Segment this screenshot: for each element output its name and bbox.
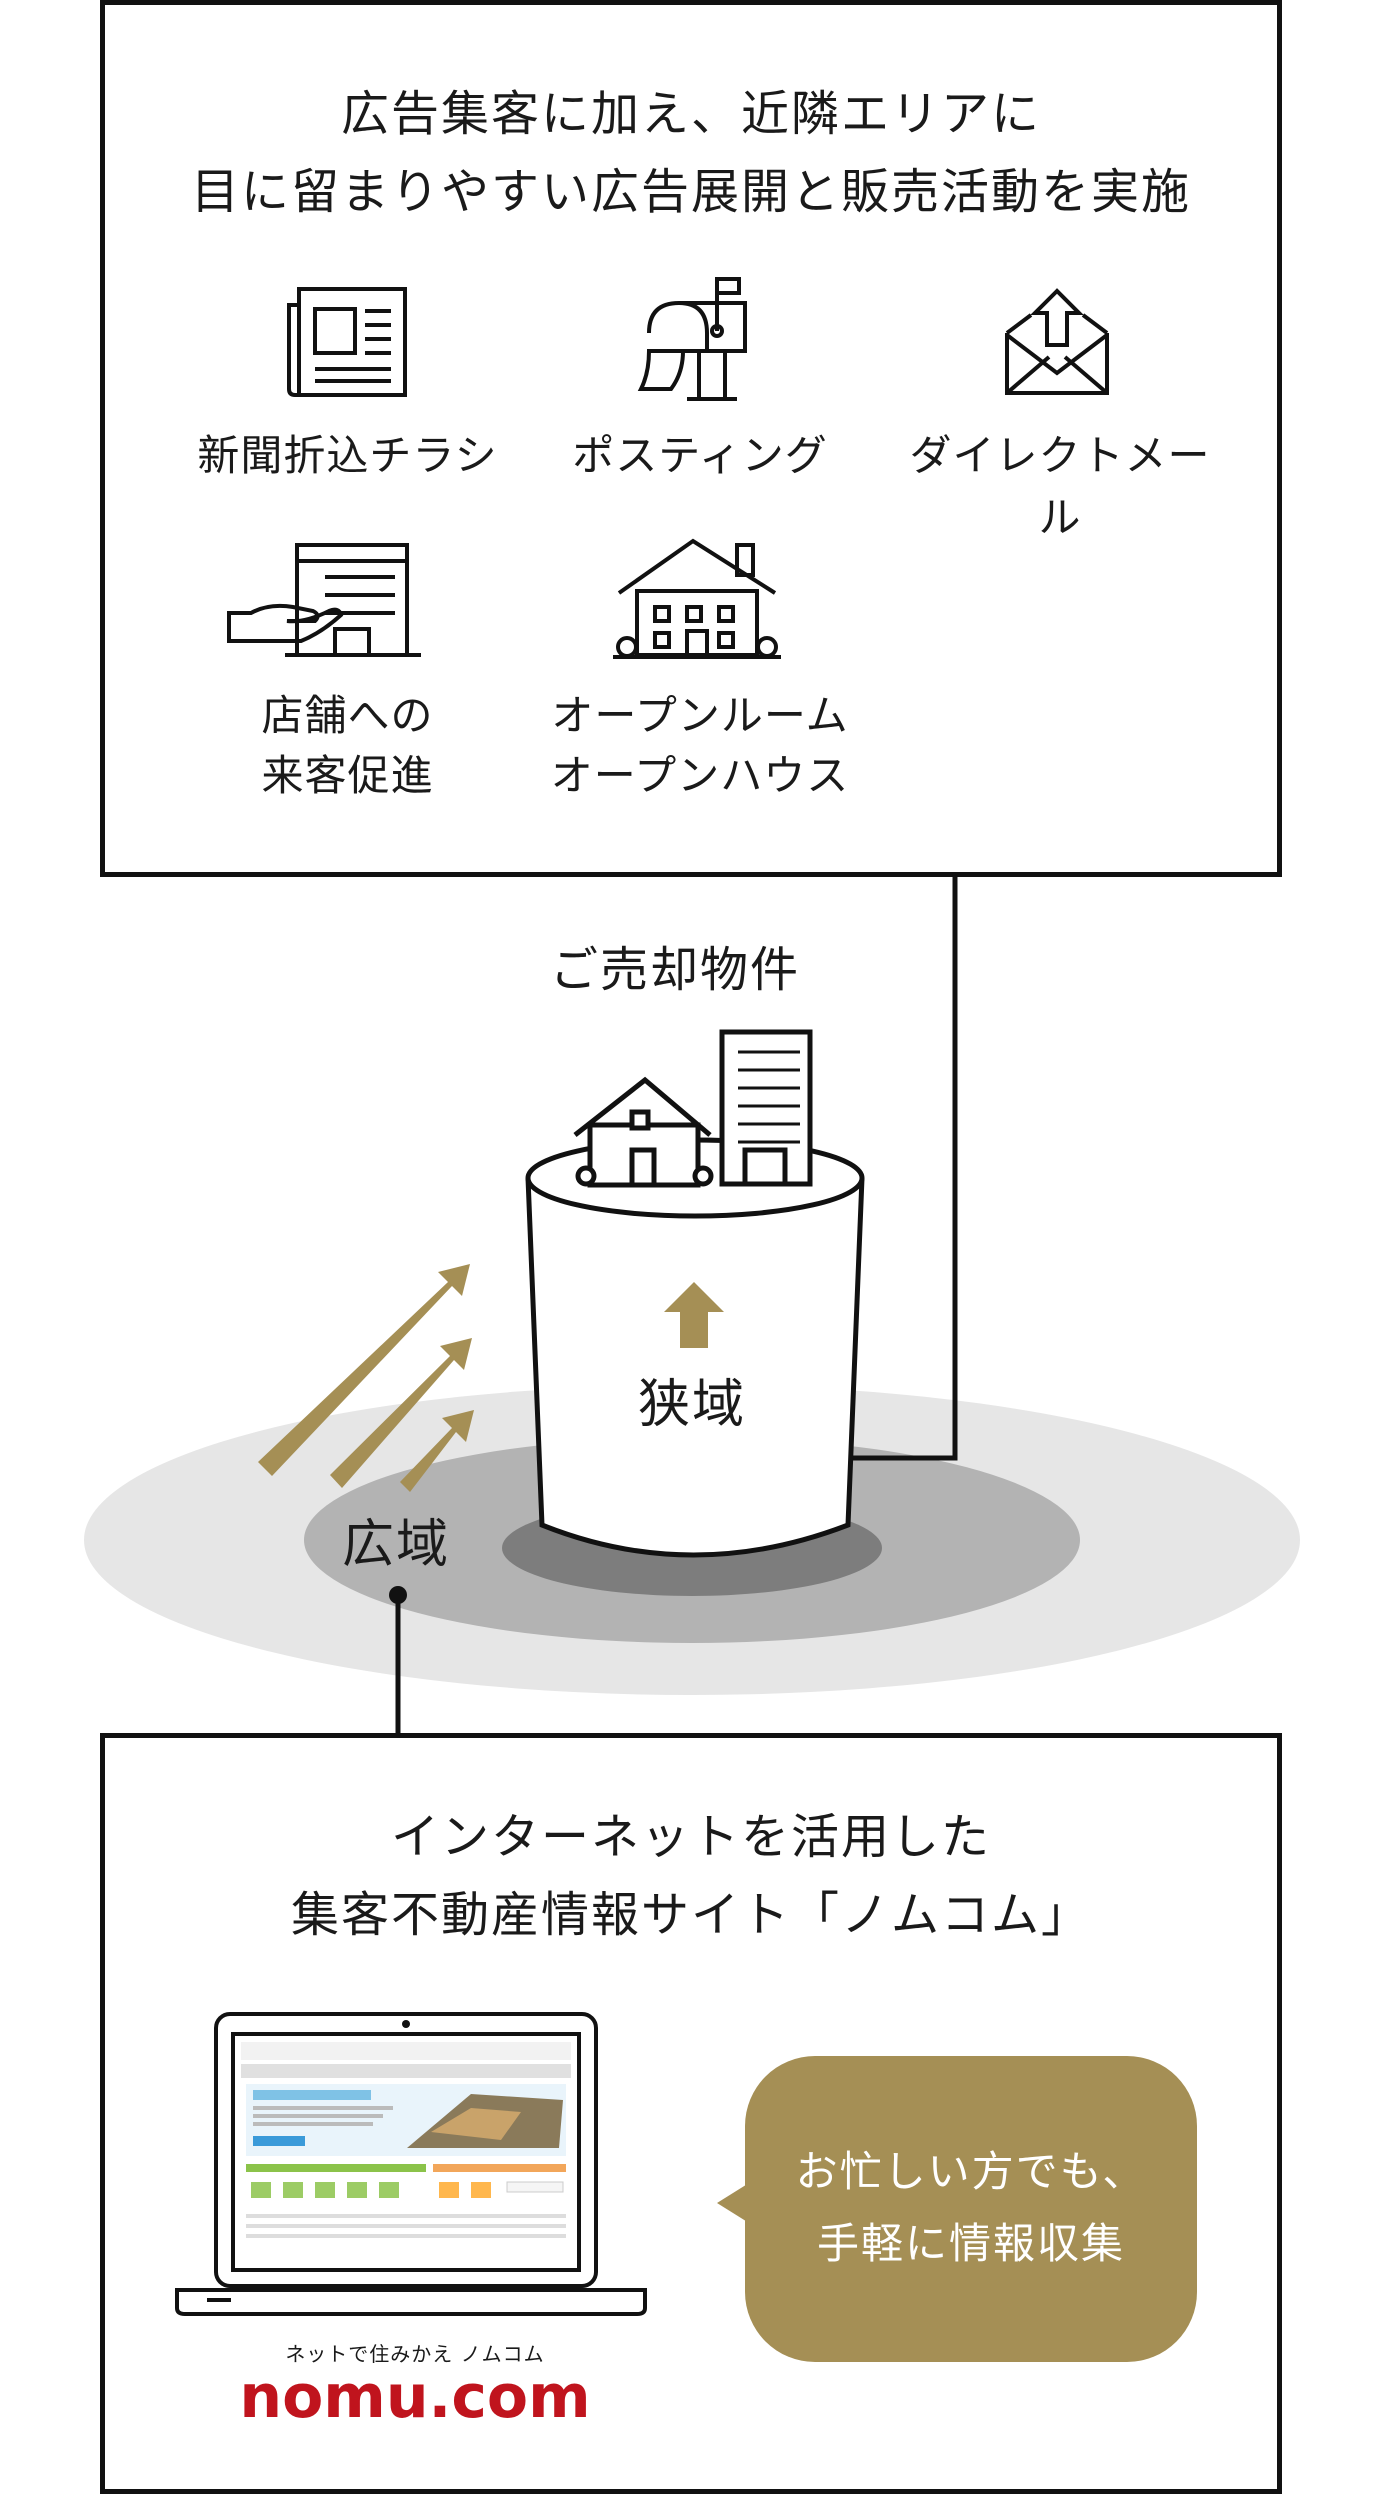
online-promotion-box: インターネットを活用した 集客不動産情報サイト「ノムコム」 (100, 1733, 1282, 2494)
property-label: ご売却物件 (550, 942, 801, 998)
bubble-line1: お忙しい方でも、 (795, 2147, 1147, 2196)
wide-area-label: 広域 (342, 1515, 451, 1575)
offline-title-line1: 広告集客に加え、近隣エリアに (340, 86, 1041, 142)
narrow-area-label: 狭域 (638, 1375, 747, 1435)
item-label-house-line2: オープンハウス (550, 751, 850, 800)
item-label-envelope: ダイレクトメール (909, 431, 1211, 542)
item-label-store-line2: 来客促進 (261, 751, 434, 800)
offline-promotion-box: 広告集客に加え、近隣エリアに 目に留まりやすい広告展開と販売活動を実施 新聞折込… (100, 0, 1282, 877)
house-icon (613, 538, 781, 659)
store-hand-icon (227, 543, 421, 657)
connector-dot-wide (389, 1586, 407, 1604)
item-label-newspaper: 新聞折込チラシ (197, 431, 498, 480)
online-title-line1: インターネットを活用した (390, 1809, 991, 1865)
item-label-mailbox: ポスティング (572, 431, 828, 480)
speech-bubble: お忙しい方でも、 手軽に情報収集 (745, 2056, 1197, 2362)
mailbox-icon (637, 277, 747, 401)
brand-logo: nomu.com (239, 2362, 591, 2432)
diagonal-arrows-icon (258, 1264, 474, 1492)
online-title-line2: 集客不動産情報サイト「ノムコム」 (290, 1887, 1091, 1943)
property-buildings-icon (573, 1029, 813, 1188)
item-label-house-line1: オープンルーム (551, 691, 849, 740)
brand-tagline: ネットで住みかえ ノムコム (285, 2342, 545, 2366)
up-arrow-icon (664, 1282, 724, 1348)
envelope-icon (1005, 288, 1109, 395)
newspaper-icon (287, 287, 407, 397)
item-label-store-line1: 店舗への (261, 691, 434, 740)
offline-title-line2: 目に留まりやすい広告展開と販売活動を実施 (190, 164, 1191, 220)
bubble-line2: 手軽に情報収集 (816, 2219, 1125, 2268)
laptop-icon (175, 2012, 647, 2316)
cup-body (525, 1177, 865, 1558)
